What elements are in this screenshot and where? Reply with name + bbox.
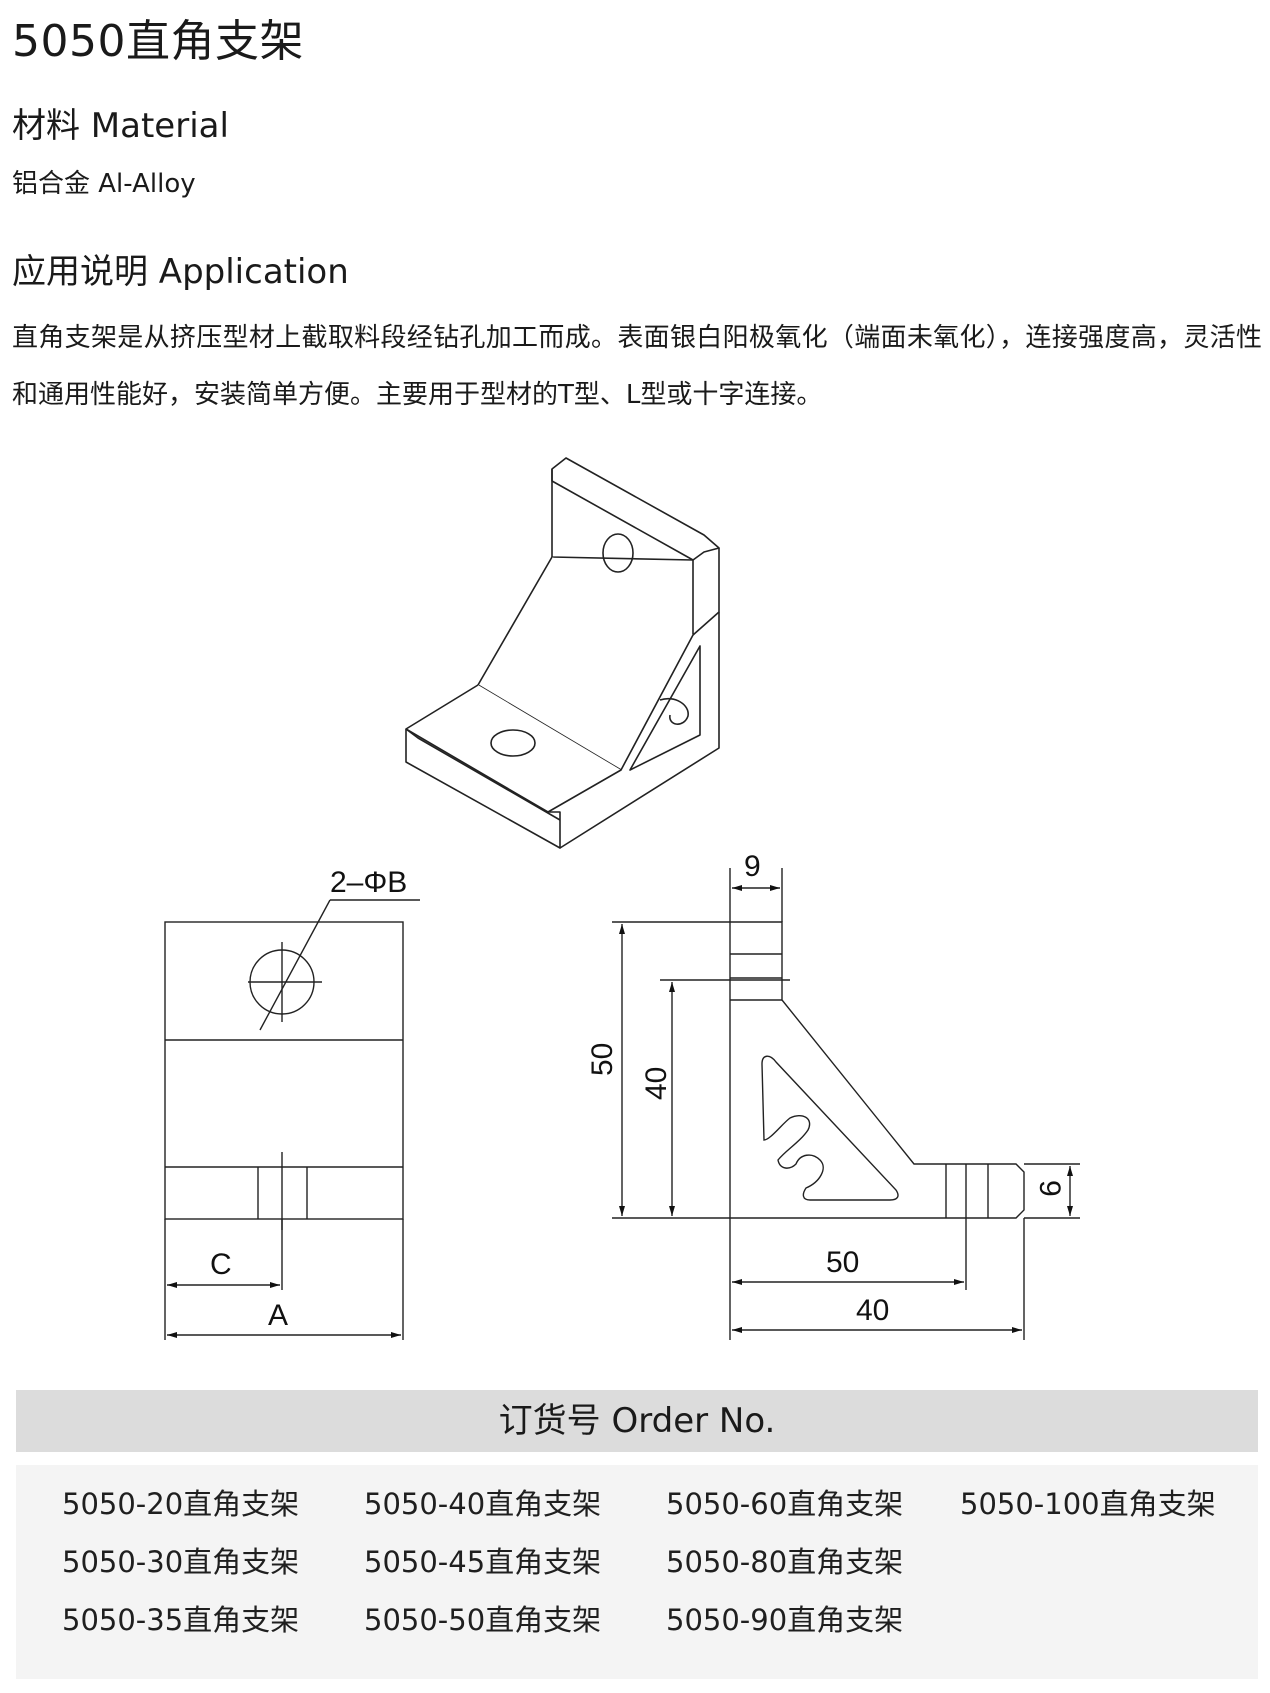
order-item: 5050-90直角支架 (666, 1603, 904, 1637)
page-title: 5050直角支架 (12, 16, 304, 67)
order-item: 5050-35直角支架 (62, 1603, 300, 1637)
order-item: 5050-45直角支架 (364, 1545, 602, 1579)
dim-top-width: 9 (744, 850, 761, 883)
side-view (612, 868, 1080, 1340)
order-item: 5050-60直角支架 (666, 1487, 904, 1521)
hole-label: 2–ΦB (330, 866, 407, 899)
order-list: 5050-20直角支架 5050-30直角支架 5050-35直角支架 5050… (16, 1465, 1258, 1679)
dim-right-thickness: 9 (1033, 1180, 1066, 1197)
isometric-bracket (405, 457, 720, 849)
technical-drawing: 2–ΦB C A 9 50 40 9 50 40 (164, 457, 1080, 1340)
order-item: 5050-30直角支架 (62, 1545, 300, 1579)
order-item: 5050-80直角支架 (666, 1545, 904, 1579)
dim-height-inner: 40 (640, 1067, 673, 1100)
dim-a-label: A (268, 1299, 288, 1332)
dim-c-label: C (210, 1248, 232, 1281)
material-value: 铝合金 Al-Alloy (12, 169, 196, 199)
order-item: 5050-40直角支架 (364, 1487, 602, 1521)
dim-height-outer: 50 (586, 1043, 619, 1076)
order-heading: 订货号 Order No. (16, 1390, 1258, 1452)
dim-base-inner: 40 (856, 1294, 889, 1327)
dim-base-outer: 50 (826, 1246, 859, 1279)
application-text: 直角支架是从挤压型材上截取料段经钻孔加工而成。表面银白阳极氧化（端面未氧化），连… (12, 323, 1262, 410)
application-heading: 应用说明 Application (12, 252, 349, 292)
order-item: 5050-20直角支架 (62, 1487, 300, 1521)
material-heading: 材料 Material (12, 106, 229, 146)
order-item: 5050-100直角支架 (960, 1487, 1216, 1521)
order-item: 5050-50直角支架 (364, 1603, 602, 1637)
front-view (164, 899, 420, 1340)
